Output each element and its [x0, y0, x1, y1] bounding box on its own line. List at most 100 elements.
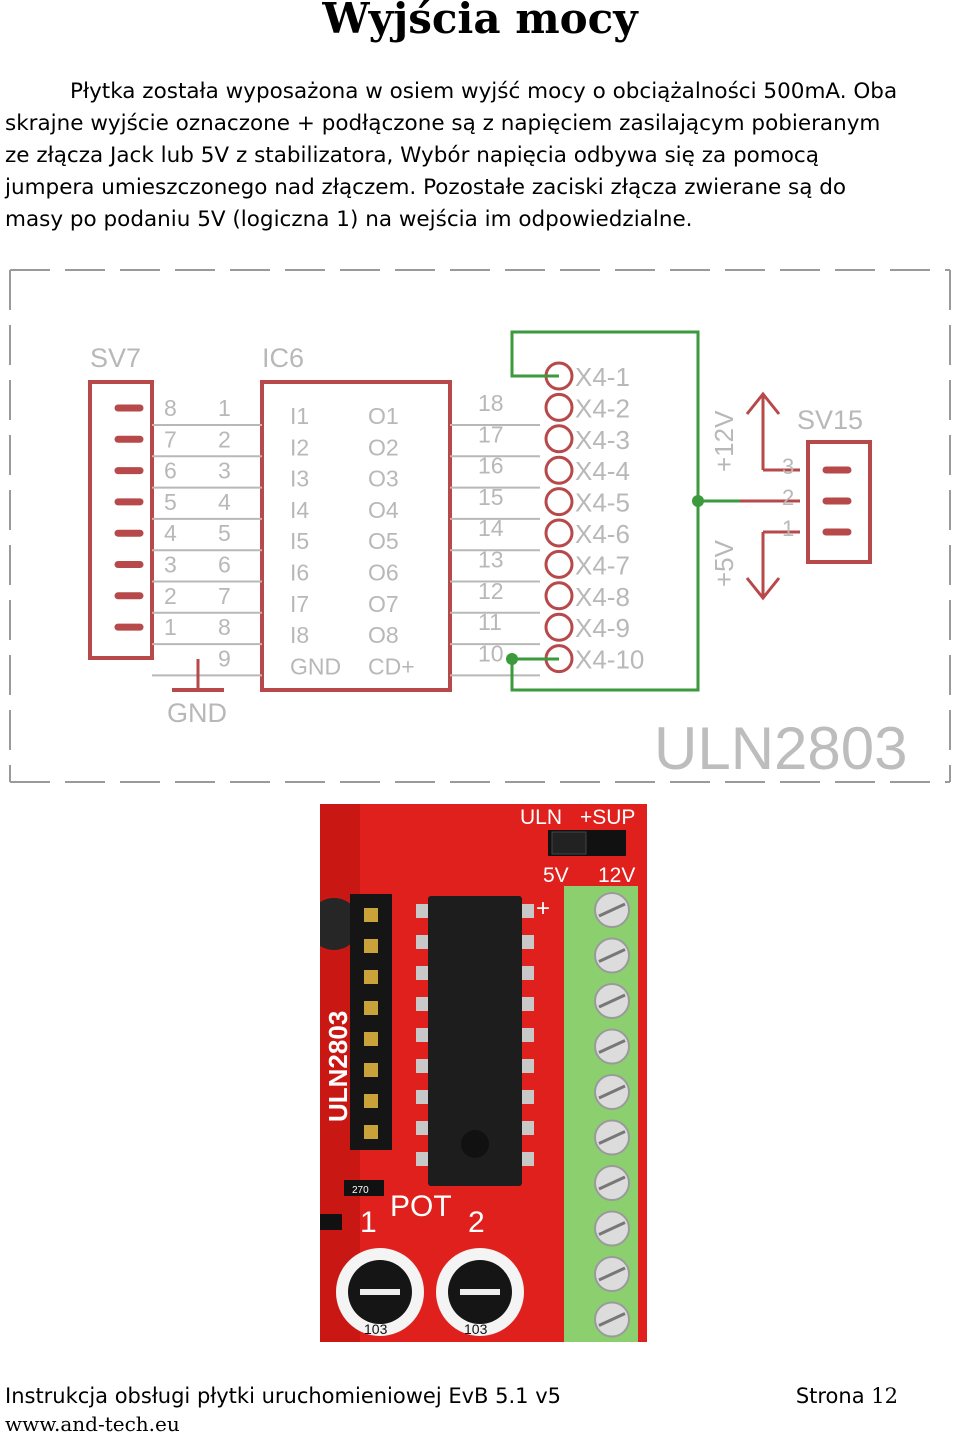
ic-output-pin-number: 18 — [478, 390, 504, 416]
sv7-pin-number: 2 — [164, 583, 177, 609]
chip-leg — [520, 1059, 534, 1073]
resistor — [320, 1214, 342, 1230]
x4-label: X4-10 — [575, 645, 644, 675]
ic-output-pin-number: 14 — [478, 515, 504, 541]
ic-output-pin-number: 10 — [478, 640, 504, 666]
silk-uln: ULN — [520, 806, 562, 829]
silk-sup: +SUP — [580, 806, 635, 829]
pot-code: 103 — [464, 1321, 488, 1337]
screw-slot — [598, 1266, 626, 1282]
x4-terminal-labels: X4-1X4-2X4-3X4-4X4-5X4-6X4-7X4-8X4-9X4-1… — [575, 362, 644, 675]
chip-leg — [520, 904, 534, 918]
sv7-label: SV7 — [90, 343, 141, 373]
sv7-pins — [114, 404, 144, 631]
junction-dot — [692, 495, 704, 507]
body-paragraph: Płytka została wyposażona w osiem wyjść … — [5, 76, 960, 236]
sv15-body — [806, 440, 872, 564]
header-pin — [364, 1001, 378, 1015]
x4-label: X4-4 — [575, 456, 630, 486]
silk-chip: ULN2803 — [323, 1011, 353, 1122]
paragraph-line: Płytka została wyposażona w osiem wyjść … — [70, 79, 898, 104]
ic-output-name: O1 — [368, 403, 399, 429]
page-title: Wyjścia mocy — [322, 0, 638, 43]
screw-slot — [598, 1221, 626, 1236]
chip-leg — [416, 1152, 430, 1166]
sv7-body — [88, 380, 154, 660]
chip-leg — [520, 1121, 534, 1135]
sv7-pin-number: 1 — [164, 614, 177, 640]
silk-pot: POT — [390, 1190, 452, 1223]
chip-legs — [416, 904, 534, 1166]
potentiometer-2: 103 — [436, 1248, 524, 1337]
ic-output-pin-number: 12 — [478, 578, 504, 604]
header-pins — [364, 908, 378, 1139]
x4-label: X4-1 — [575, 362, 630, 392]
ic-output-pin-number: 13 — [478, 547, 504, 573]
sv7-pin-number: 4 — [164, 520, 177, 546]
x4-pad — [544, 424, 574, 454]
ic-output-pin-number: 16 — [478, 453, 504, 479]
ic-input-name: I3 — [290, 466, 309, 492]
screw-slot — [598, 1312, 626, 1327]
silk-pot-1: 1 — [360, 1206, 377, 1239]
ic-input-name: I8 — [290, 622, 309, 648]
chip-dimple — [461, 1130, 489, 1158]
plus5v-label: +5V — [709, 539, 739, 587]
ic-input-pin-number: 4 — [218, 489, 231, 515]
header-pin — [364, 1094, 378, 1108]
ic-input-name: I4 — [290, 497, 309, 523]
terminal-screws — [594, 892, 630, 1338]
chip-leg — [416, 904, 430, 918]
resistor — [344, 1180, 384, 1196]
ic-input-pin-number: 1 — [218, 395, 231, 421]
resistor-code: 270 — [352, 1185, 369, 1196]
silk-plus: + — [536, 895, 550, 922]
ic6-body — [260, 380, 452, 692]
supply-arrows — [740, 391, 800, 601]
pin-header — [350, 894, 392, 1150]
ic-output-name: O5 — [368, 528, 399, 554]
screw-slot — [598, 1175, 626, 1191]
x4-pad — [544, 487, 574, 517]
sv7-pin-number: 3 — [164, 552, 177, 578]
ic-output-name: O7 — [368, 591, 399, 617]
x4-label: X4-7 — [575, 550, 630, 580]
chip-leg — [520, 935, 534, 949]
x4-pad — [544, 549, 574, 579]
part-name: ULN2803 — [654, 715, 908, 782]
paragraph-line: masy po podaniu 5V (logiczna 1) na wejśc… — [5, 207, 693, 232]
chip-leg — [416, 966, 430, 980]
sv7-pin-number: 8 — [164, 395, 177, 421]
chip-leg — [520, 1028, 534, 1042]
silk-pot-2: 2 — [468, 1206, 485, 1239]
x4-label: X4-6 — [575, 519, 630, 549]
ic-input-pin-number: 7 — [218, 583, 231, 609]
sv15-label: SV15 — [797, 405, 863, 435]
plus12v-label: +12V — [709, 410, 739, 472]
sv15-pin-number: 2 — [782, 485, 794, 510]
ic-input-pin-number: 3 — [218, 458, 231, 484]
sv7-pin-number: 5 — [164, 489, 177, 515]
chip-leg — [520, 966, 534, 980]
header-pin — [364, 939, 378, 953]
sv15-pin-number: 1 — [782, 516, 794, 541]
potentiometer-1: 103 — [336, 1248, 424, 1337]
screw-slot — [598, 1084, 626, 1100]
x4-pad — [544, 581, 574, 611]
chip-leg — [416, 997, 430, 1011]
screw-slot — [598, 1039, 626, 1054]
footer-url: www.and-tech.eu — [5, 1412, 180, 1436]
gnd-label: GND — [167, 698, 227, 728]
ic6-label: IC6 — [262, 343, 304, 373]
schematic-frame — [9, 269, 951, 783]
chip-leg — [520, 1090, 534, 1104]
chip-leg — [520, 997, 534, 1011]
sv15-pin-numbers: 321 — [782, 454, 794, 541]
header-pin — [364, 1063, 378, 1077]
screw-slot — [598, 993, 626, 1009]
chip-leg — [416, 1059, 430, 1073]
x4-label: X4-3 — [575, 425, 630, 455]
